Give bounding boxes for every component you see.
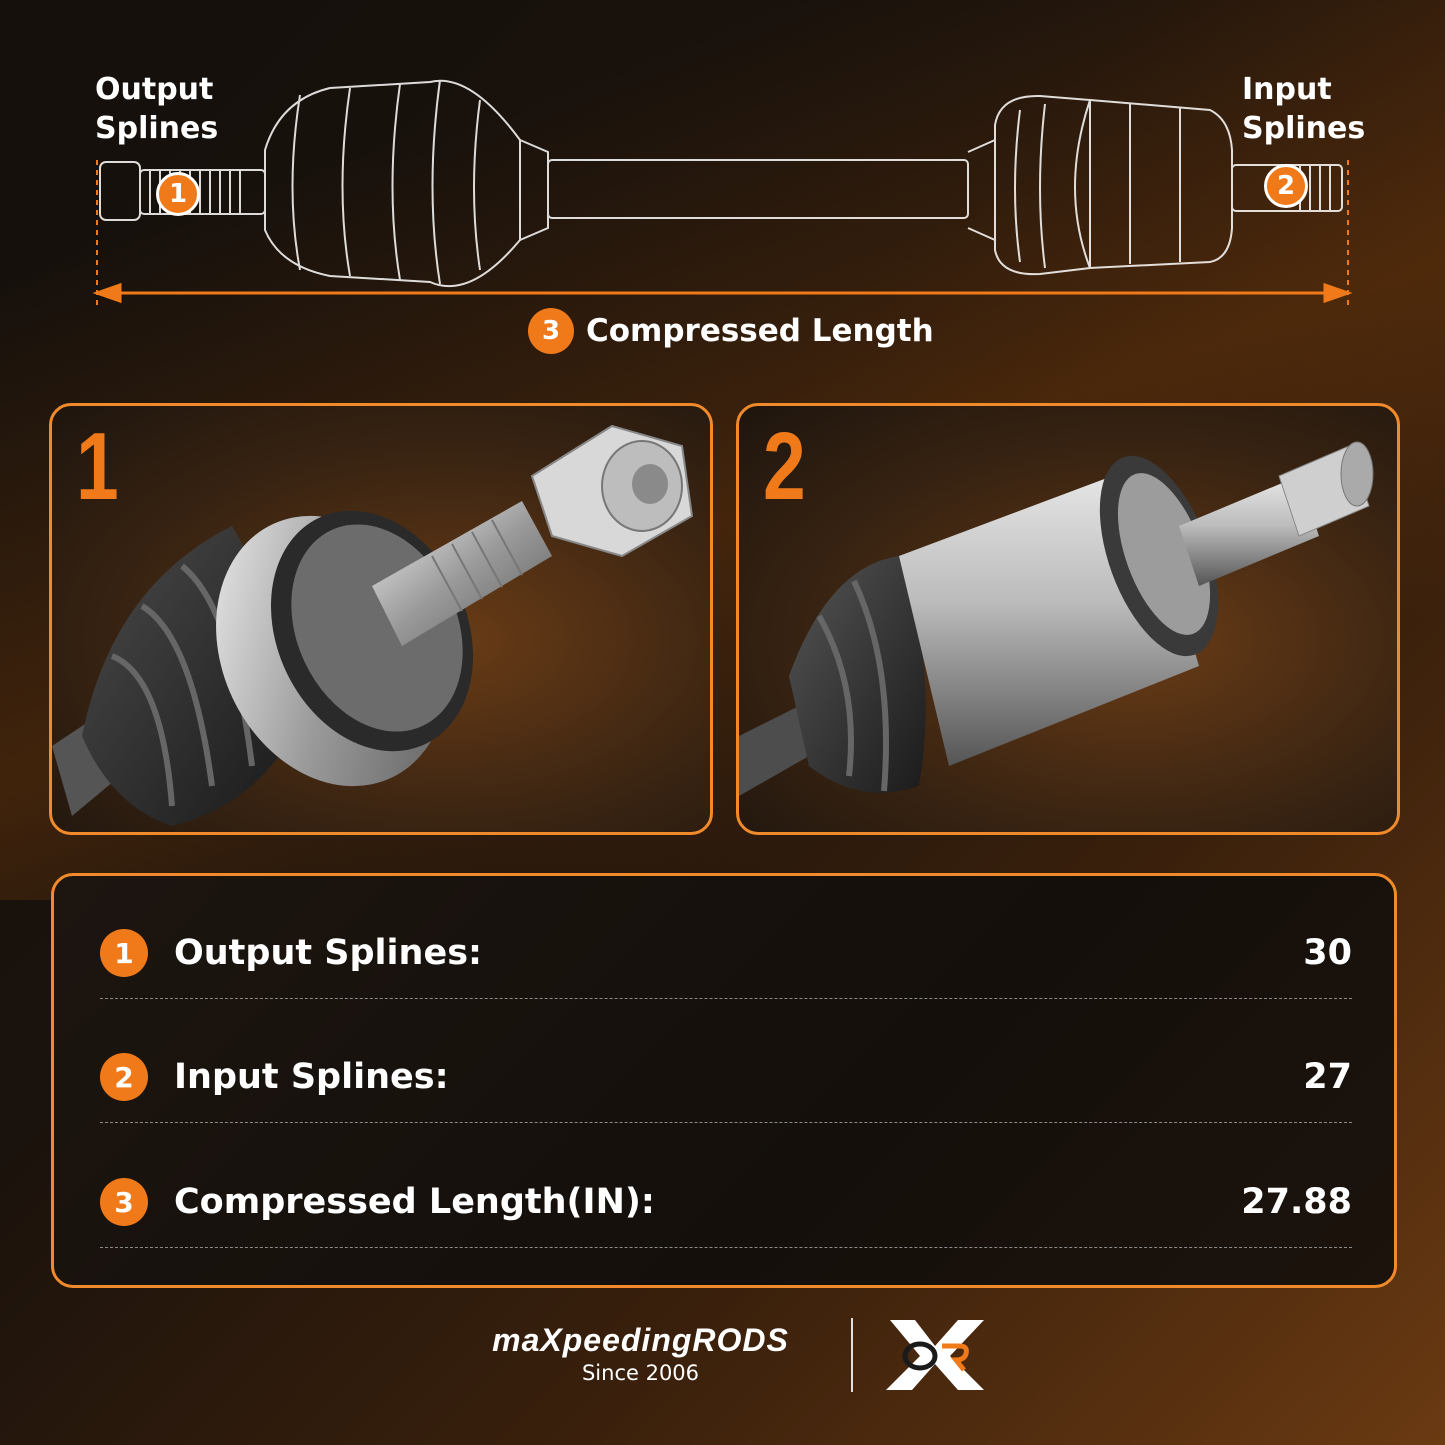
- panel-number-2: 2: [763, 413, 806, 520]
- panel-number-1: 1: [76, 413, 119, 520]
- marker-1-badge: 1: [156, 172, 200, 216]
- spec-marker-3: 3: [100, 1178, 148, 1226]
- detail-panel-input: 2: [736, 403, 1400, 835]
- compressed-length-text: Compressed Length: [586, 313, 934, 349]
- marker-3-badge: 3: [528, 308, 574, 354]
- input-label-line2: Splines: [1242, 111, 1366, 146]
- footer-divider: [851, 1318, 853, 1392]
- spec-row-compressed-length: 3 Compressed Length(IN): 27.88: [100, 1170, 1352, 1248]
- spec-row-input-splines: 2 Input Splines: 27: [100, 1045, 1352, 1123]
- spec-label-input-splines: Input Splines:: [174, 1057, 449, 1097]
- spec-value-compressed-length: 27.88: [1241, 1182, 1352, 1222]
- row-divider: [100, 998, 1352, 999]
- brand-name: maXpeedingRODS: [492, 1322, 789, 1358]
- row-divider: [100, 1122, 1352, 1123]
- spec-row-output-splines: 1 Output Splines: 30: [100, 921, 1352, 999]
- brand-tagline: Since 2006: [581, 1361, 700, 1385]
- input-label-line1: Input: [1242, 72, 1332, 107]
- spec-value-output-splines: 30: [1303, 933, 1352, 973]
- spec-marker-1: 1: [100, 929, 148, 977]
- spec-label-compressed-length: Compressed Length(IN):: [174, 1182, 655, 1222]
- output-label-line1: Output: [95, 72, 214, 107]
- axle-schematic: Output Splines Input Splines 1 2 3 Compr…: [0, 0, 1445, 380]
- marker-2-badge: 2: [1264, 164, 1308, 208]
- detail-panel-output: 1: [49, 403, 713, 835]
- output-splines-label: Output Splines: [95, 70, 218, 148]
- spec-value-input-splines: 27: [1303, 1057, 1352, 1097]
- spec-label-output-splines: Output Splines:: [174, 933, 483, 973]
- row-divider: [100, 1247, 1352, 1248]
- compressed-length-caption: 3 Compressed Length: [528, 308, 934, 354]
- x-emblem-logo: [886, 1320, 984, 1390]
- output-joint-closeup-image: [52, 424, 694, 826]
- input-joint-closeup-image: [739, 441, 1374, 796]
- output-label-line2: Splines: [95, 111, 219, 146]
- specs-table: 1 Output Splines: 30 2 Input Splines: 27…: [51, 873, 1397, 1288]
- spec-marker-2: 2: [100, 1053, 148, 1101]
- input-splines-label: Input Splines: [1242, 70, 1365, 148]
- brand-logo: maXpeedingRODS Since 2006: [458, 1322, 823, 1385]
